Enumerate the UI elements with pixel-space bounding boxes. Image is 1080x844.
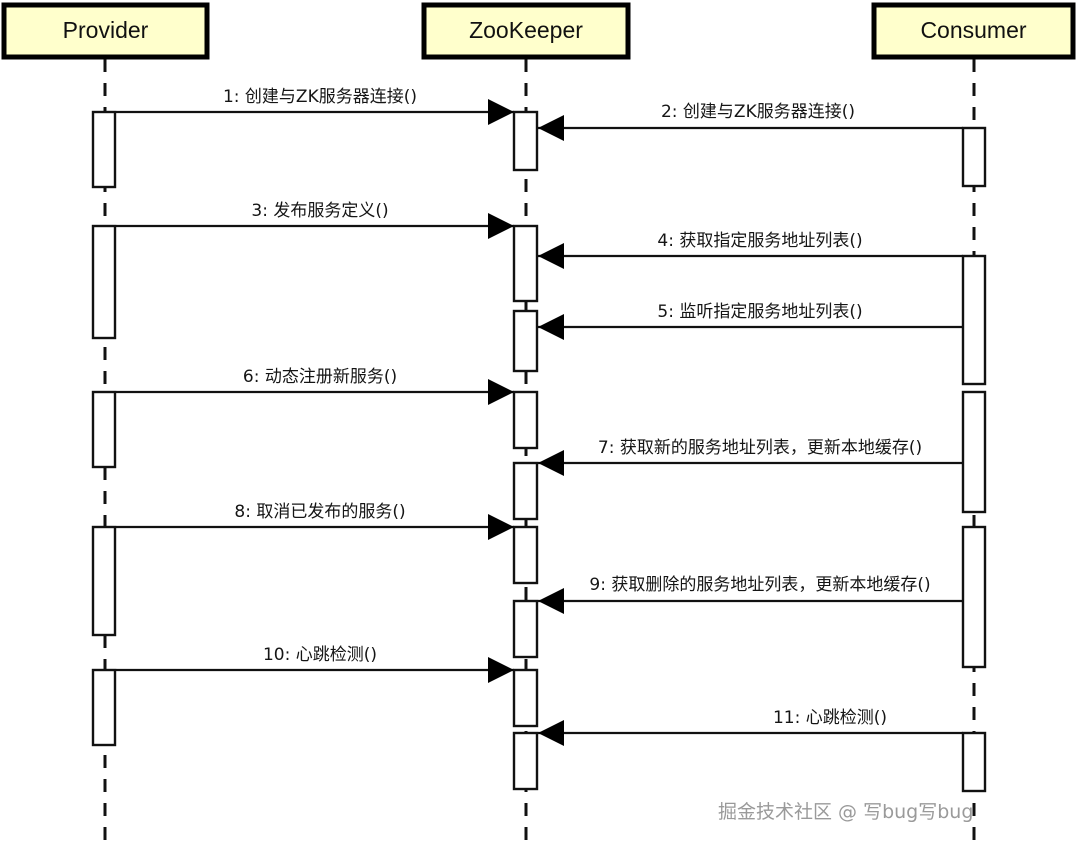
message-label-10: 10: 心跳检测()	[263, 645, 377, 665]
participant-label-consumer: Consumer	[920, 17, 1026, 43]
activation-bar-zookeeper	[512, 599, 539, 659]
message-1: 1: 创建与ZK服务器连接()	[116, 87, 514, 125]
activation-bar-provider	[91, 668, 117, 747]
message-label-2: 2: 创建与ZK服务器连接()	[661, 102, 855, 122]
activation-bar-provider	[91, 390, 117, 469]
activation-bar-zookeeper	[512, 525, 539, 585]
message-3: 3: 发布服务定义()	[116, 201, 514, 239]
activation-bar-zookeeper	[512, 110, 539, 172]
activation-bar-zookeeper	[512, 390, 539, 450]
activation-bar-consumer	[961, 126, 987, 188]
activation-bar-zookeeper	[512, 668, 539, 728]
arrow-head-10	[488, 657, 514, 683]
message-label-4: 4: 获取指定服务地址列表()	[657, 231, 862, 251]
activation-bar-consumer	[961, 525, 987, 669]
message-11: 11: 心跳检测()	[538, 708, 963, 746]
participant-label-zookeeper: ZooKeeper	[469, 17, 583, 43]
message-label-6: 6: 动态注册新服务()	[243, 367, 397, 387]
participant-heads-layer: Provider ZooKeeper Consumer	[1, 2, 1076, 60]
arrow-head-11	[538, 720, 564, 746]
message-6: 6: 动态注册新服务()	[116, 367, 514, 405]
arrow-head-2	[538, 115, 564, 141]
activation-bar-zookeeper	[512, 461, 539, 521]
message-label-5: 5: 监听指定服务地址列表()	[657, 302, 862, 322]
activation-bar-zookeeper	[512, 309, 539, 373]
watermark-text: 掘金技术社区 @ 写bug写bug	[718, 801, 973, 823]
participant-box-zookeeper[interactable]	[421, 2, 631, 60]
message-9: 9: 获取删除的服务地址列表，更新本地缓存()	[538, 575, 963, 614]
activations-layer	[91, 110, 987, 793]
message-label-3: 3: 发布服务定义()	[251, 201, 388, 221]
activation-bar-consumer	[961, 390, 987, 514]
message-4: 4: 获取指定服务地址列表()	[538, 231, 963, 269]
arrow-head-8	[488, 514, 514, 540]
message-label-8: 8: 取消已发布的服务()	[234, 502, 405, 522]
arrow-head-6	[488, 379, 514, 405]
activation-bar-consumer	[961, 254, 987, 386]
message-label-9: 9: 获取删除的服务地址列表，更新本地缓存()	[589, 575, 930, 595]
message-label-11: 11: 心跳检测()	[773, 708, 887, 728]
participant-consumer[interactable]: Consumer	[871, 2, 1076, 60]
arrow-head-5	[538, 314, 564, 340]
arrow-head-3	[488, 213, 514, 239]
participant-box-provider[interactable]	[1, 2, 210, 60]
message-10: 10: 心跳检测()	[116, 645, 514, 683]
activation-bar-zookeeper	[512, 224, 539, 303]
message-label-1: 1: 创建与ZK服务器连接()	[223, 87, 417, 107]
arrow-head-9	[538, 588, 564, 614]
message-2: 2: 创建与ZK服务器连接()	[538, 102, 963, 141]
message-8: 8: 取消已发布的服务()	[116, 502, 514, 540]
arrow-head-1	[488, 99, 514, 125]
participant-label-provider: Provider	[63, 17, 149, 43]
activation-bar-provider	[91, 224, 117, 340]
activation-bar-provider	[91, 110, 117, 189]
activation-bar-provider	[91, 525, 117, 637]
participant-provider[interactable]: Provider	[1, 2, 210, 60]
participant-zookeeper[interactable]: ZooKeeper	[421, 2, 631, 60]
message-7: 7: 获取新的服务地址列表，更新本地缓存()	[538, 438, 963, 476]
activation-bar-zookeeper	[512, 731, 539, 791]
activation-bar-consumer	[961, 731, 987, 793]
participant-box-consumer[interactable]	[871, 2, 1076, 60]
arrow-head-4	[538, 243, 564, 269]
watermark-layer: 掘金技术社区 @ 写bug写bug	[718, 801, 973, 823]
message-5: 5: 监听指定服务地址列表()	[538, 302, 963, 340]
message-label-7: 7: 获取新的服务地址列表，更新本地缓存()	[598, 438, 922, 458]
arrow-head-7	[538, 450, 564, 476]
messages-layer: 1: 创建与ZK服务器连接() 2: 创建与ZK服务器连接() 3: 发布服务定义(…	[116, 87, 963, 746]
